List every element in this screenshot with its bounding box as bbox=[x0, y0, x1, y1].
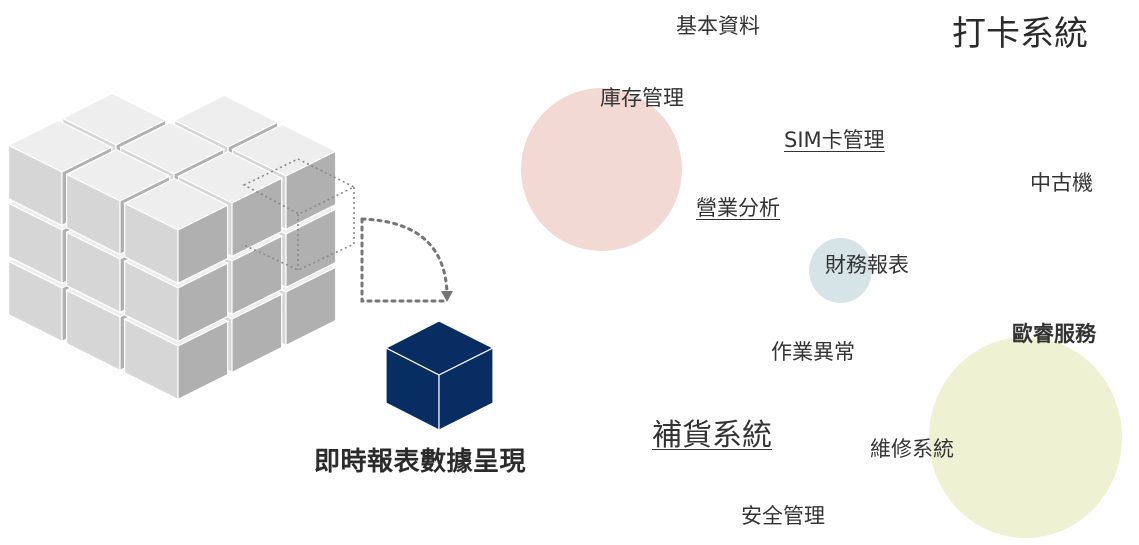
rubiks-cube-icon bbox=[7, 92, 338, 401]
dotted-cube-outline-icon bbox=[242, 158, 356, 271]
data-cube-illustration bbox=[7, 92, 495, 431]
tag-used-phones[interactable]: 中古機 bbox=[1030, 171, 1093, 195]
tag-sim-card[interactable]: SIM卡管理 bbox=[784, 128, 885, 152]
tag-security[interactable]: 安全管理 bbox=[741, 504, 825, 528]
tag-ouyue-service[interactable]: 歐睿服務 bbox=[1012, 322, 1096, 346]
tag-replenishment[interactable]: 補貨系統 bbox=[652, 418, 772, 453]
tag-inventory[interactable]: 庫存管理 bbox=[600, 86, 684, 110]
pink-bubble bbox=[521, 88, 682, 251]
tag-operation-exceptions[interactable]: 作業異常 bbox=[771, 340, 855, 364]
tag-punch-system[interactable]: 打卡系統 bbox=[952, 14, 1088, 54]
tag-repair-system[interactable]: 維修系統 bbox=[870, 437, 954, 461]
realtime-report-caption: 即時報表數據呈現 bbox=[314, 447, 527, 477]
navy-cube-icon bbox=[384, 320, 495, 431]
tag-business-analysis[interactable]: 營業分析 bbox=[696, 196, 780, 220]
tag-financial-reports[interactable]: 財務報表 bbox=[825, 253, 909, 277]
tag-basic-data[interactable]: 基本資料 bbox=[676, 14, 760, 38]
blue-bubble bbox=[809, 238, 872, 303]
dotted-arrow-icon bbox=[360, 217, 453, 303]
yellow-bubble bbox=[929, 337, 1122, 538]
